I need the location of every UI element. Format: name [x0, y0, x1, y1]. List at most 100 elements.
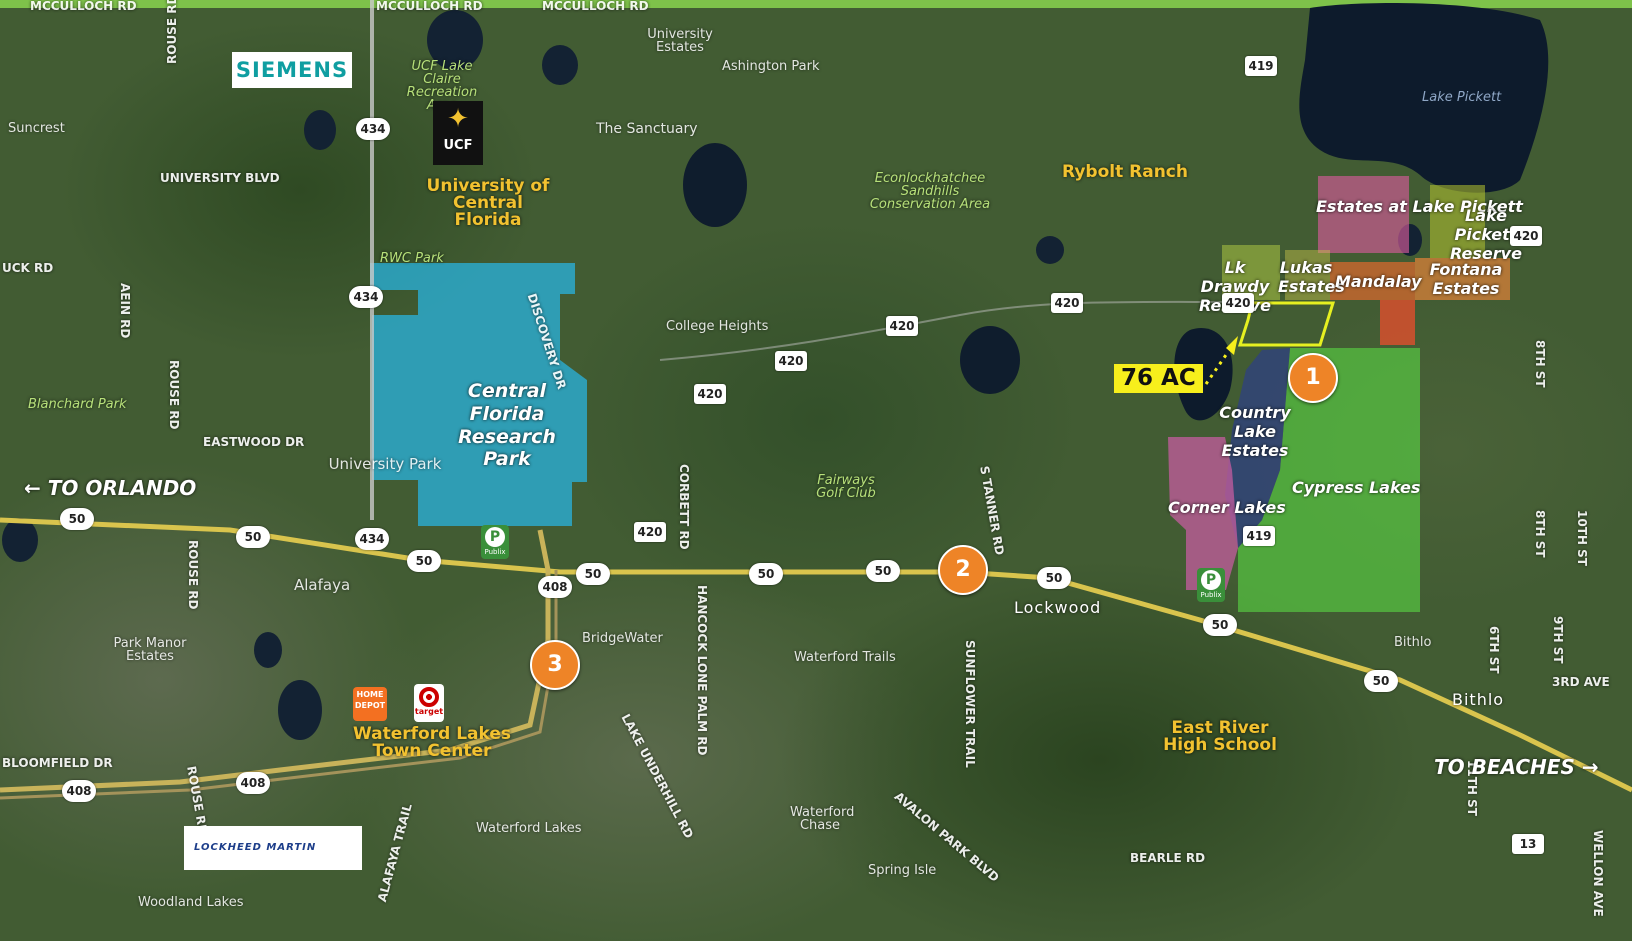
road-aein-rd: AEIN RD	[118, 283, 132, 339]
shield-420: 420	[1051, 293, 1083, 313]
target-logo-text: target	[414, 707, 444, 716]
road-3rd-ave: 3RD AVE	[1552, 675, 1610, 689]
road-9th-st: 9TH ST	[1551, 616, 1565, 664]
road-sunflower-trail: SUNFLOWER TRAIL	[963, 640, 977, 768]
shield-50: 50	[1364, 670, 1398, 692]
cypress-lakes-area	[1238, 348, 1420, 612]
shield-50: 50	[866, 560, 900, 582]
road-10th-st: 10TH ST	[1575, 510, 1589, 566]
road-bloomfield-dr: BLOOMFIELD DR	[2, 756, 113, 770]
fontana-estates-area	[1415, 258, 1510, 300]
mandalay-area	[1330, 262, 1415, 300]
label-blanchard-park: Blanchard Park	[28, 397, 127, 412]
shield-50: 50	[1203, 614, 1237, 636]
place-lockwood: Lockwood	[1014, 598, 1102, 617]
mandalay-strip	[1380, 300, 1415, 345]
shield-419: 419	[1243, 526, 1275, 546]
road-8th-st-top: 8TH ST	[1533, 340, 1547, 388]
estates-lake-pickett-area	[1318, 176, 1409, 253]
siemens-logo: SIEMENS	[232, 52, 352, 88]
place-college-heights: College Heights	[666, 319, 769, 334]
direction-east: TO BEACHES →	[1434, 755, 1599, 779]
site-marker-3[interactable]: 3	[530, 640, 580, 690]
acreage-label: 76 AC	[1114, 364, 1203, 394]
country-lake-estates-area	[1225, 348, 1290, 548]
corner-lakes-area	[1168, 437, 1238, 590]
shield-50: 50	[407, 550, 441, 572]
shield-50: 50	[1037, 567, 1071, 589]
label-cypress-lakes: Cypress Lakes	[1292, 478, 1421, 497]
shield-408: 408	[538, 576, 572, 598]
shield-408: 408	[236, 772, 270, 794]
place-park-manor-estates: Park Manor Estates	[113, 636, 187, 664]
shield-13: 13	[1512, 834, 1544, 854]
road-uck-rd: UCK RD	[2, 261, 54, 275]
lake-3	[427, 10, 483, 70]
lake-10	[2, 518, 38, 562]
lake-1	[960, 326, 1020, 394]
road-corbett-rd: CORBETT RD	[677, 464, 691, 550]
site-76ac-outline	[1237, 301, 1336, 347]
pegasus-icon: ✦	[447, 104, 469, 134]
target-bullseye-icon	[419, 687, 439, 707]
shield-420: 420	[1510, 226, 1542, 246]
direction-west: ← TO ORLANDO	[24, 476, 196, 500]
label-central-florida-research-park: Central Florida Research Park	[458, 380, 556, 471]
lake-pickett-reserve-area	[1430, 185, 1485, 258]
place-alafaya: Alafaya	[294, 576, 351, 594]
place-bridgewater: BridgeWater	[582, 631, 663, 646]
road-bearle-rd: BEARLE RD	[1130, 851, 1206, 865]
publix-p-icon: P	[1201, 570, 1221, 590]
place-university-estates: University Estates	[647, 27, 713, 55]
label-fontana-estates: Fontana Estates	[1429, 260, 1503, 299]
label-east-river-high-school: East River High School	[1163, 718, 1277, 755]
road-mcculloch-2: MCCULLOCH RD	[376, 0, 483, 13]
road-university-blvd: UNIVERSITY BLVD	[160, 171, 280, 185]
shield-420: 420	[1222, 293, 1254, 313]
lake-2	[683, 143, 747, 227]
place-suncrest: Suncrest	[8, 121, 65, 136]
road-rouse-mid: ROUSE RD	[167, 360, 181, 430]
acre-arrowhead	[1226, 336, 1238, 355]
shield-50: 50	[236, 526, 270, 548]
sr420-road	[659, 300, 1231, 361]
publix-logo: P Publix	[481, 525, 509, 559]
lake-pickett	[1299, 3, 1549, 193]
publix-logo: P Publix	[1197, 568, 1225, 602]
label-rwc-park: RWC Park	[380, 251, 444, 266]
label-lukas-estates: Lukas Estates	[1278, 258, 1345, 297]
shield-408: 408	[62, 780, 96, 802]
lake-6	[304, 110, 336, 150]
publix-logo-text: Publix	[1200, 591, 1222, 599]
publix-p-icon: P	[485, 527, 505, 547]
site-marker-2[interactable]: 2	[938, 545, 988, 595]
place-bithlo: Bithlo	[1452, 690, 1505, 709]
place-waterford-chase: Waterford Chase	[790, 805, 855, 833]
place-waterford-trails: Waterford Trails	[794, 650, 896, 665]
top-accent-bar	[0, 0, 1632, 8]
shield-434: 434	[356, 118, 390, 140]
publix-logo-text: Publix	[484, 548, 506, 556]
shield-420: 420	[694, 384, 726, 404]
shield-420: 420	[775, 351, 807, 371]
lukas-estates-area	[1285, 250, 1330, 300]
lake-drawdy	[1174, 328, 1233, 421]
road-hancock-lone-palm: HANCOCK LONE PALM RD	[695, 585, 709, 756]
label-waterford-lakes-town-center: Waterford Lakes Town Center	[352, 724, 511, 761]
place-the-sanctuary: The Sanctuary	[596, 121, 698, 137]
arrow-left-icon: ←	[24, 476, 48, 500]
direction-east-label: TO BEACHES	[1434, 755, 1575, 779]
shield-434: 434	[355, 528, 389, 550]
label-lake-pickett: Lake Pickett	[1422, 90, 1502, 105]
shield-50: 50	[576, 563, 610, 585]
road-mcculloch-3: MCCULLOCH RD	[542, 0, 649, 13]
road-wellon-ave: WELLON AVE	[1591, 830, 1605, 917]
site-marker-1[interactable]: 1	[1288, 353, 1338, 403]
label-estates-at-lake-pickett: Estates at Lake Pickett	[1316, 197, 1523, 216]
place-spring-isle: Spring Isle	[868, 863, 937, 878]
lake-8	[1036, 236, 1064, 264]
target-logo: target	[414, 684, 444, 722]
lake-5	[542, 45, 578, 85]
